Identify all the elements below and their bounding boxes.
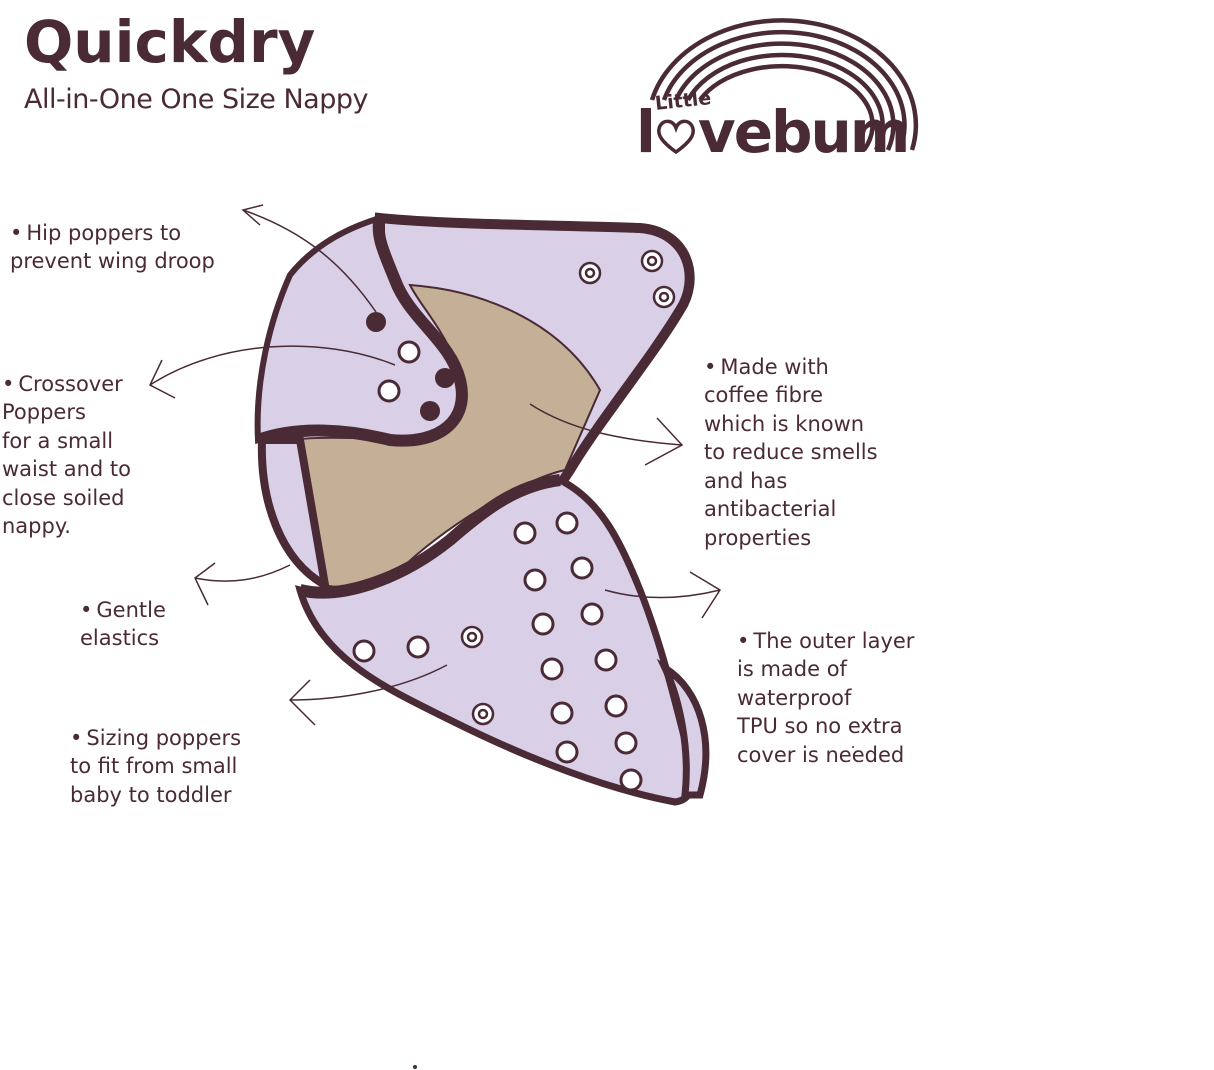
stray-dot — [852, 746, 854, 748]
arrow-elastics — [194, 562, 291, 606]
annotation-gentle-elastics: •Gentle elastics — [80, 567, 166, 653]
bullet-dot: • — [80, 597, 93, 622]
annotation-text: Crossover Poppers for a small waist and … — [2, 371, 131, 539]
product-title: Quickdry — [24, 8, 316, 76]
annotation-text: Made with coffee fibre which is known to… — [704, 354, 878, 550]
rainbow-logo-icon — [649, 18, 919, 152]
nappy-tab — [656, 658, 710, 799]
annotation-outer-layer: •The outer layer is made of waterproof T… — [737, 598, 914, 769]
arrow-sizing — [288, 664, 448, 726]
stray-dot — [413, 1065, 417, 1069]
annotation-sizing-poppers: •Sizing poppers to fit from small baby t… — [70, 695, 241, 809]
hip-poppers — [460, 249, 676, 726]
annotation-text: The outer layer is made of waterproof TP… — [737, 628, 915, 767]
annotation-text: Gentle elastics — [80, 597, 166, 651]
nappy-leg-elastic — [257, 436, 331, 593]
crossover-poppers — [366, 312, 455, 421]
annotation-hip-poppers: •Hip poppers to prevent wing droop — [10, 190, 215, 276]
bullet-dot: • — [704, 354, 717, 379]
bullet-dot: • — [70, 725, 83, 750]
logo-l: l — [636, 98, 656, 166]
arrow-crossover — [149, 345, 396, 399]
annotation-text: Sizing poppers to fit from small baby to… — [70, 725, 242, 807]
annotation-coffee-fibre: •Made with coffee fibre which is known t… — [704, 324, 878, 552]
logo-vebum: vebum — [697, 98, 910, 166]
bullet-dot: • — [737, 628, 750, 653]
arrow-hip-poppers — [241, 204, 377, 313]
annotation-crossover-poppers: •Crossover Poppers for a small waist and… — [2, 341, 131, 541]
product-subtitle: All-in-One One Size Nappy — [24, 84, 368, 115]
arrow-coffee — [529, 403, 684, 466]
bullet-dot: • — [2, 371, 15, 396]
sizing-poppers — [352, 340, 643, 792]
annotation-text: Hip poppers to prevent wing droop — [10, 220, 215, 274]
arrow-outer — [604, 571, 722, 619]
bullet-dot: • — [10, 220, 23, 245]
callout-arrows — [149, 204, 722, 726]
heart-icon — [654, 104, 698, 155]
